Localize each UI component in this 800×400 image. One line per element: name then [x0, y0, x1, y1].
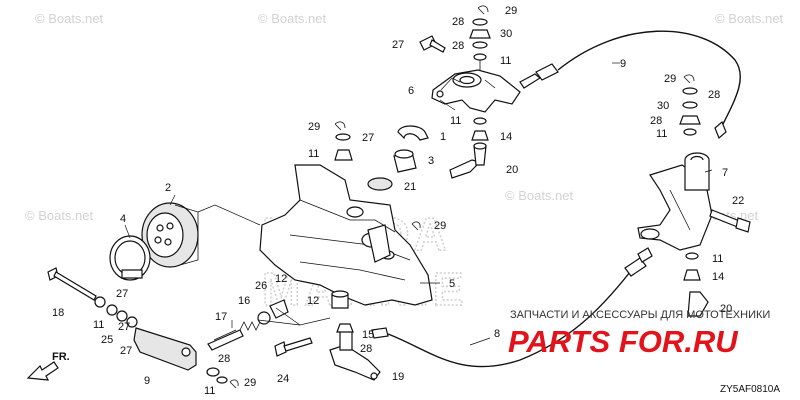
- callout: 11: [450, 115, 461, 127]
- callout: 29: [505, 5, 517, 17]
- callout: 27: [116, 288, 128, 300]
- callout: 28: [452, 16, 464, 28]
- callout: 27: [362, 132, 374, 144]
- callout: 2: [165, 182, 171, 194]
- part-15-connector: [371, 327, 389, 339]
- callout: 14: [500, 131, 512, 143]
- part-2-actuator: [141, 202, 199, 268]
- part-16-spring: [239, 321, 261, 331]
- callout: 29: [244, 377, 256, 389]
- callout: 26: [255, 280, 267, 292]
- callout: 11: [308, 148, 319, 160]
- promo-overlay: ЗАПЧАСТИ И АКСЕССУАРЫ ДЛЯ МОТОТЕХНИКИ PA…: [508, 309, 770, 359]
- callout: 22: [732, 195, 744, 207]
- callout: 11: [93, 319, 104, 331]
- promo-caption: ЗАПЧАСТИ И АКСЕССУАРЫ ДЛЯ МОТОТЕХНИКИ: [510, 309, 770, 321]
- callout: 28: [452, 40, 464, 52]
- part-22-bolt: [709, 209, 751, 233]
- callout: 25: [101, 334, 113, 346]
- callout: 1: [440, 131, 446, 143]
- part-23-bolt: [419, 35, 446, 53]
- callout: 18: [52, 307, 64, 319]
- callout: 6: [408, 85, 414, 97]
- part-7-bracket: [637, 152, 713, 251]
- right-lower-hardware: [683, 252, 709, 317]
- watermark-text: © Boats.net: [505, 188, 574, 203]
- callout: 29: [664, 73, 676, 85]
- callout: 16: [238, 295, 250, 307]
- part-1-clip: [397, 125, 429, 141]
- callout: 11: [500, 55, 511, 67]
- direction-label: FR.: [52, 351, 70, 363]
- callout: 30: [500, 28, 512, 40]
- callout: 15: [362, 329, 374, 341]
- part-12-bushing: [331, 290, 349, 309]
- callout-labels: 29 28 30 27 28 11 9 6 29 28 30 28 11 11 …: [52, 5, 744, 397]
- lower-left-hardware: [206, 367, 239, 389]
- part-10-handle: [133, 327, 197, 371]
- callout: 12: [307, 295, 319, 307]
- callout: 27: [120, 345, 132, 357]
- callout: 3: [428, 155, 434, 167]
- callout: 7: [722, 167, 728, 179]
- part-21-plug: [367, 177, 393, 191]
- callout: 11: [204, 385, 215, 397]
- part-6-tilt-bracket: [431, 69, 521, 113]
- callout: 9: [144, 375, 150, 387]
- watermark-text: © Boats.net: [25, 208, 94, 223]
- callout: 29: [434, 220, 446, 232]
- right-hardware-stack: [679, 74, 701, 136]
- part-5-swivel-case: [259, 164, 433, 306]
- diagram-code: ZY5AF0810A: [720, 384, 780, 395]
- callout: 24: [277, 373, 289, 385]
- callout: 17: [215, 311, 227, 323]
- shop-logo: PARTS FOR.RU: [508, 324, 739, 359]
- watermark-text: © Boats.net: [258, 11, 327, 26]
- washer-stack-left: [94, 296, 138, 328]
- callout: 21: [404, 181, 416, 193]
- part-14-upper: [471, 117, 489, 141]
- leader-lines: [124, 62, 713, 346]
- case-hardware: [334, 121, 353, 161]
- callout: 5: [449, 278, 455, 290]
- part-9-cable: [557, 30, 742, 140]
- part-24-bolt: [274, 337, 313, 357]
- watermark-text: © Boats.net: [715, 11, 784, 26]
- callout: 28: [708, 89, 720, 101]
- callout: 28: [218, 353, 230, 365]
- watermark-text: © Boats.net: [35, 11, 104, 26]
- callout: 4: [120, 213, 126, 225]
- callout: 8: [494, 328, 500, 340]
- callout: 20: [506, 164, 518, 176]
- callout: 11: [656, 128, 667, 140]
- callout: 28: [650, 115, 662, 127]
- callout: 12: [275, 273, 287, 285]
- part-14-lower: [336, 323, 354, 333]
- part-17-pin: [207, 329, 244, 351]
- part-29-clip-mid: [411, 221, 421, 231]
- part-4-band: [109, 235, 151, 281]
- callout: 11: [712, 253, 723, 265]
- callout: 20: [720, 303, 732, 315]
- part-18-bolt: [47, 267, 97, 301]
- callout: 27: [392, 39, 404, 51]
- upper-hardware-stack: [469, 5, 491, 70]
- cable-end-9-upper: [519, 63, 559, 89]
- callout: 9: [620, 58, 626, 70]
- callout: 30: [657, 100, 669, 112]
- part-3-grommet: [393, 149, 417, 173]
- part-8-cable: [387, 247, 653, 368]
- part-20-bracket-upper: [449, 142, 487, 179]
- callout: 29: [308, 121, 320, 133]
- callout: 28: [360, 343, 372, 355]
- callout: 14: [712, 271, 724, 283]
- front-direction-arrow: FR.: [26, 351, 70, 381]
- callout: 19: [392, 371, 404, 383]
- callout: 27: [118, 321, 130, 333]
